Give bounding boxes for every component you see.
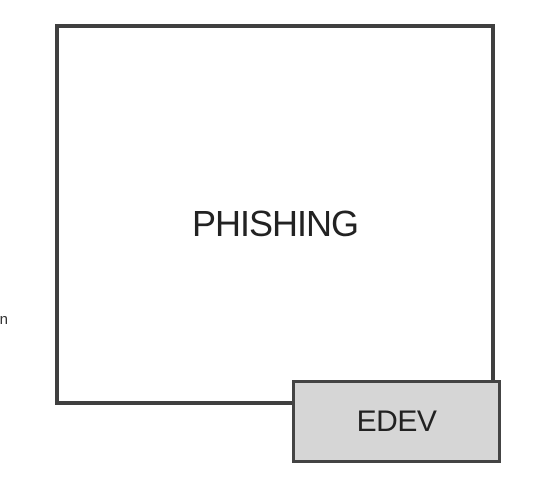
phishing-label: PHISHING (191, 203, 359, 244)
phishing-box: PHISHING (55, 24, 495, 405)
clipped-side-text: n (0, 311, 8, 328)
edev-label: EDEV (356, 404, 437, 438)
edev-badge: EDEV (292, 380, 501, 463)
